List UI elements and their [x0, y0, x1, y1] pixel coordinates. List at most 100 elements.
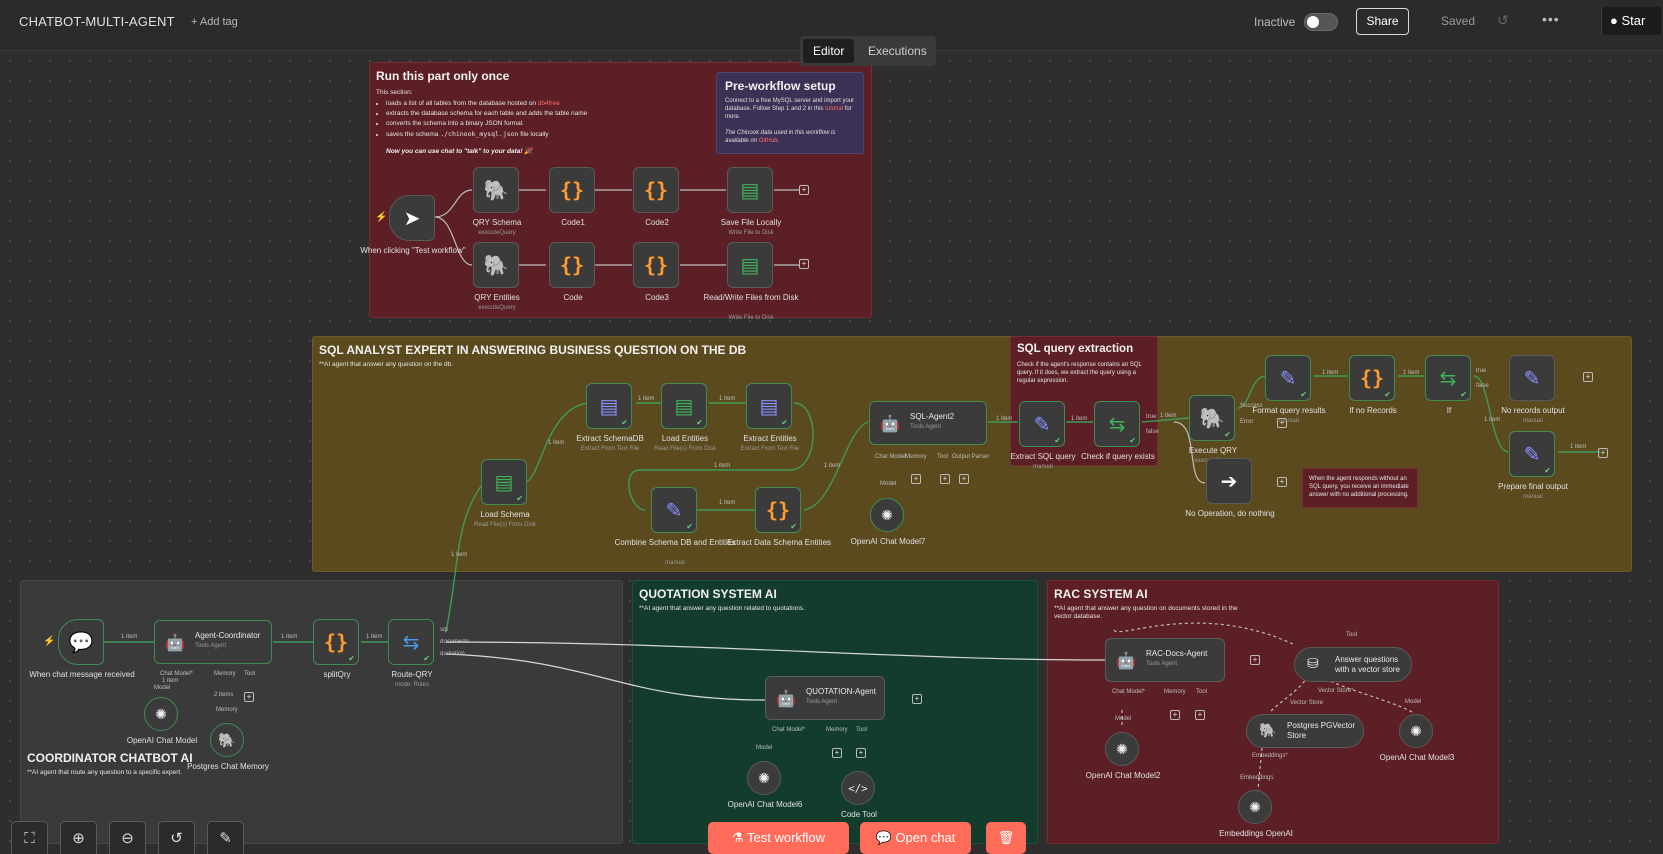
code-icon: {}	[1359, 366, 1385, 390]
test-workflow-button[interactable]: ⚗ Test workflow	[708, 822, 849, 854]
pen-icon: ✎	[1279, 367, 1297, 390]
add-node-button[interactable]: +	[1277, 418, 1287, 428]
add-node-button[interactable]: +	[799, 185, 809, 195]
reset-zoom-button[interactable]: ↺	[158, 821, 195, 854]
add-parser-button[interactable]: +	[959, 474, 969, 484]
zoom-in-button[interactable]: ⊕	[60, 821, 97, 854]
node-extract-entities[interactable]: ▤✔ Extract Entities Extract From Text Fi…	[741, 383, 799, 452]
node-extract-sql[interactable]: ✎✔ Extract SQL query manual	[1010, 401, 1076, 470]
add-memory-button[interactable]: +	[832, 748, 842, 758]
node-openai2[interactable]: ✺ OpenAI Chat Model2	[1086, 732, 1160, 780]
pen-icon: ✎	[1523, 367, 1541, 390]
db4free-link[interactable]: db4free	[537, 100, 560, 107]
node-rw-files[interactable]: ▤ Read/Write Files from Disk Write File …	[704, 242, 798, 321]
github-link[interactable]: GitHub	[758, 138, 778, 144]
fit-view-button[interactable]: ⛶	[11, 821, 48, 854]
node-code[interactable]: {}Code	[549, 242, 595, 302]
node-no-operation[interactable]: ➔ No Operation, do nothing	[1185, 458, 1275, 518]
node-agent-coordinator[interactable]: 🤖 Agent-Coordinator Tools Agent	[154, 620, 272, 664]
node-openai3[interactable]: ✺ OpenAI Chat Model3	[1380, 714, 1454, 762]
postgres-icon: 🐘	[483, 254, 509, 277]
broom-icon: ✎	[219, 830, 232, 847]
active-toggle[interactable]	[1304, 13, 1338, 31]
more-options-icon[interactable]: •••	[1542, 11, 1560, 27]
node-embeddings-openai[interactable]: ✺ Embeddings OpenAI	[1219, 790, 1293, 838]
node-load-schema[interactable]: ▤✔ Load Schema Read File(s) From Disk	[474, 459, 536, 528]
list-item: converts the schema into a binary JSON f…	[386, 119, 587, 129]
node-check-query[interactable]: ⇆✔ Check if query exists	[1081, 401, 1155, 461]
node-openai-coord[interactable]: ✺ OpenAI Chat Model	[127, 697, 197, 745]
add-tool-button[interactable]: +	[244, 692, 254, 702]
add-node-button[interactable]: +	[1250, 655, 1260, 665]
check-icon: ✔	[1129, 436, 1136, 445]
reset-icon: ↺	[170, 830, 183, 847]
sticky-noop-note[interactable]: When the agent responds without an SQL q…	[1302, 468, 1418, 508]
node-chat-trigger[interactable]: 💬 When chat message received	[29, 619, 135, 679]
add-tag-button[interactable]: + Add tag	[191, 16, 238, 28]
edge	[524, 402, 588, 483]
node-no-records-output[interactable]: ✎ No records output manual	[1501, 355, 1565, 424]
share-button[interactable]: Share	[1356, 8, 1409, 35]
node-route-qry[interactable]: ⇆✔ Route-QRY mode: Rules	[388, 619, 434, 688]
workflow-name[interactable]: CHATBOT-MULTI-AGENT	[19, 14, 175, 29]
node-execute-qry[interactable]: 🐘✔ Execute QRY executeQuery	[1189, 395, 1237, 464]
node-extract-data-schema[interactable]: {}✔ Extract Data Schema Entities	[727, 487, 831, 547]
workflow-canvas[interactable]: Run this part only once This section: lo…	[0, 51, 1663, 854]
add-tool-button[interactable]: +	[1195, 710, 1205, 720]
chat-icon: 💬	[68, 631, 94, 654]
edge	[445, 641, 1106, 661]
node-code3[interactable]: {}Code3	[633, 242, 679, 302]
add-tool-button[interactable]: +	[856, 748, 866, 758]
node-split-qry[interactable]: {}✔ splitQry	[313, 619, 359, 679]
node-answer-vector-store[interactable]: ⛁ Answer questions with a vector store	[1294, 647, 1412, 682]
node-sql-agent2[interactable]: 🤖 SQL-Agent2 Tools Agent	[869, 401, 987, 445]
github-star-button[interactable]: ● Star	[1601, 7, 1661, 35]
check-icon: ✔	[1300, 390, 1307, 399]
node-pg-memory[interactable]: 🐘 Postgres Chat Memory	[187, 723, 269, 771]
tab-editor[interactable]: Editor	[803, 39, 855, 63]
sticky-title: SQL query extraction	[1017, 343, 1134, 355]
node-quotation-agent[interactable]: 🤖 QUOTATION-Agent Tools Agent	[765, 676, 885, 720]
node-load-entities[interactable]: ▤✔ Load Entities Read File(s) From Disk	[654, 383, 716, 452]
edge	[434, 216, 473, 266]
node-format-query[interactable]: ✎✔ Format query results manual	[1252, 355, 1326, 424]
add-memory-button[interactable]: +	[911, 474, 921, 484]
file-icon: ▤	[494, 471, 514, 494]
node-openai7[interactable]: ✺ OpenAI Chat Model7	[851, 498, 925, 546]
node-pgvector-store[interactable]: 🐘 Postgres PGVector Store	[1246, 714, 1364, 748]
node-save-file[interactable]: ▤ Save File Locally Write File to Disk	[721, 167, 781, 236]
add-node-button[interactable]: +	[1598, 448, 1608, 458]
node-openai6[interactable]: ✺ OpenAI Chat Model6	[728, 761, 802, 809]
sticky-sub: **AI agent that answer any question on t…	[319, 361, 454, 368]
open-chat-button[interactable]: 💬 Open chat	[860, 822, 971, 854]
node-code-tool[interactable]: </> Code Tool	[841, 771, 877, 819]
add-memory-button[interactable]: +	[1170, 710, 1180, 720]
add-tool-button[interactable]: +	[940, 474, 950, 484]
check-icon: ✔	[781, 418, 788, 427]
sticky-sub: **AI agent that answer any question on d…	[1054, 605, 1238, 620]
add-node-button[interactable]: +	[912, 694, 922, 704]
node-qry-entities[interactable]: 🐘 QRY Entities executeQuery	[473, 242, 520, 311]
zoom-out-button[interactable]: ⊖	[109, 821, 146, 854]
tab-executions[interactable]: Executions	[868, 44, 927, 58]
editor-tabs: Editor Executions	[800, 36, 936, 66]
node-if[interactable]: ⇆✔ If	[1425, 355, 1471, 415]
node-qry-schema[interactable]: 🐘 QRY Schema executeQuery	[473, 167, 521, 236]
add-node-button[interactable]: +	[1583, 372, 1593, 382]
node-combine[interactable]: ✎✔ Combine Schema DB and Entities manual	[615, 487, 735, 566]
tutorial-link[interactable]: tutorial	[825, 106, 844, 112]
node-code1[interactable]: {}Code1	[549, 167, 595, 227]
postgres-icon: 🐘	[1259, 722, 1277, 738]
node-prepare-final[interactable]: ✎✔ Prepare final output manual	[1498, 431, 1568, 500]
add-node-button[interactable]: +	[799, 259, 809, 269]
node-if-no-records[interactable]: {}✔ If no Records	[1349, 355, 1397, 415]
node-extract-schemadb[interactable]: ▤✔ Extract SchemaDB Extract From Text Fi…	[576, 383, 644, 452]
tidy-up-button[interactable]: ✎	[207, 821, 244, 854]
node-manual-trigger[interactable]: ➤ When clicking "Test workflow"	[360, 195, 466, 255]
history-icon[interactable]: ↺	[1497, 12, 1509, 28]
sticky-pre-setup[interactable]: Pre-workflow setup Connect to a free MyS…	[716, 72, 864, 154]
node-code2[interactable]: {}Code2	[633, 167, 679, 227]
delete-button[interactable]: 🗑	[986, 822, 1026, 854]
add-node-button[interactable]: +	[1277, 477, 1287, 487]
node-rac-agent[interactable]: 🤖 RAC-Docs-Agent Tools Agent	[1105, 638, 1225, 682]
